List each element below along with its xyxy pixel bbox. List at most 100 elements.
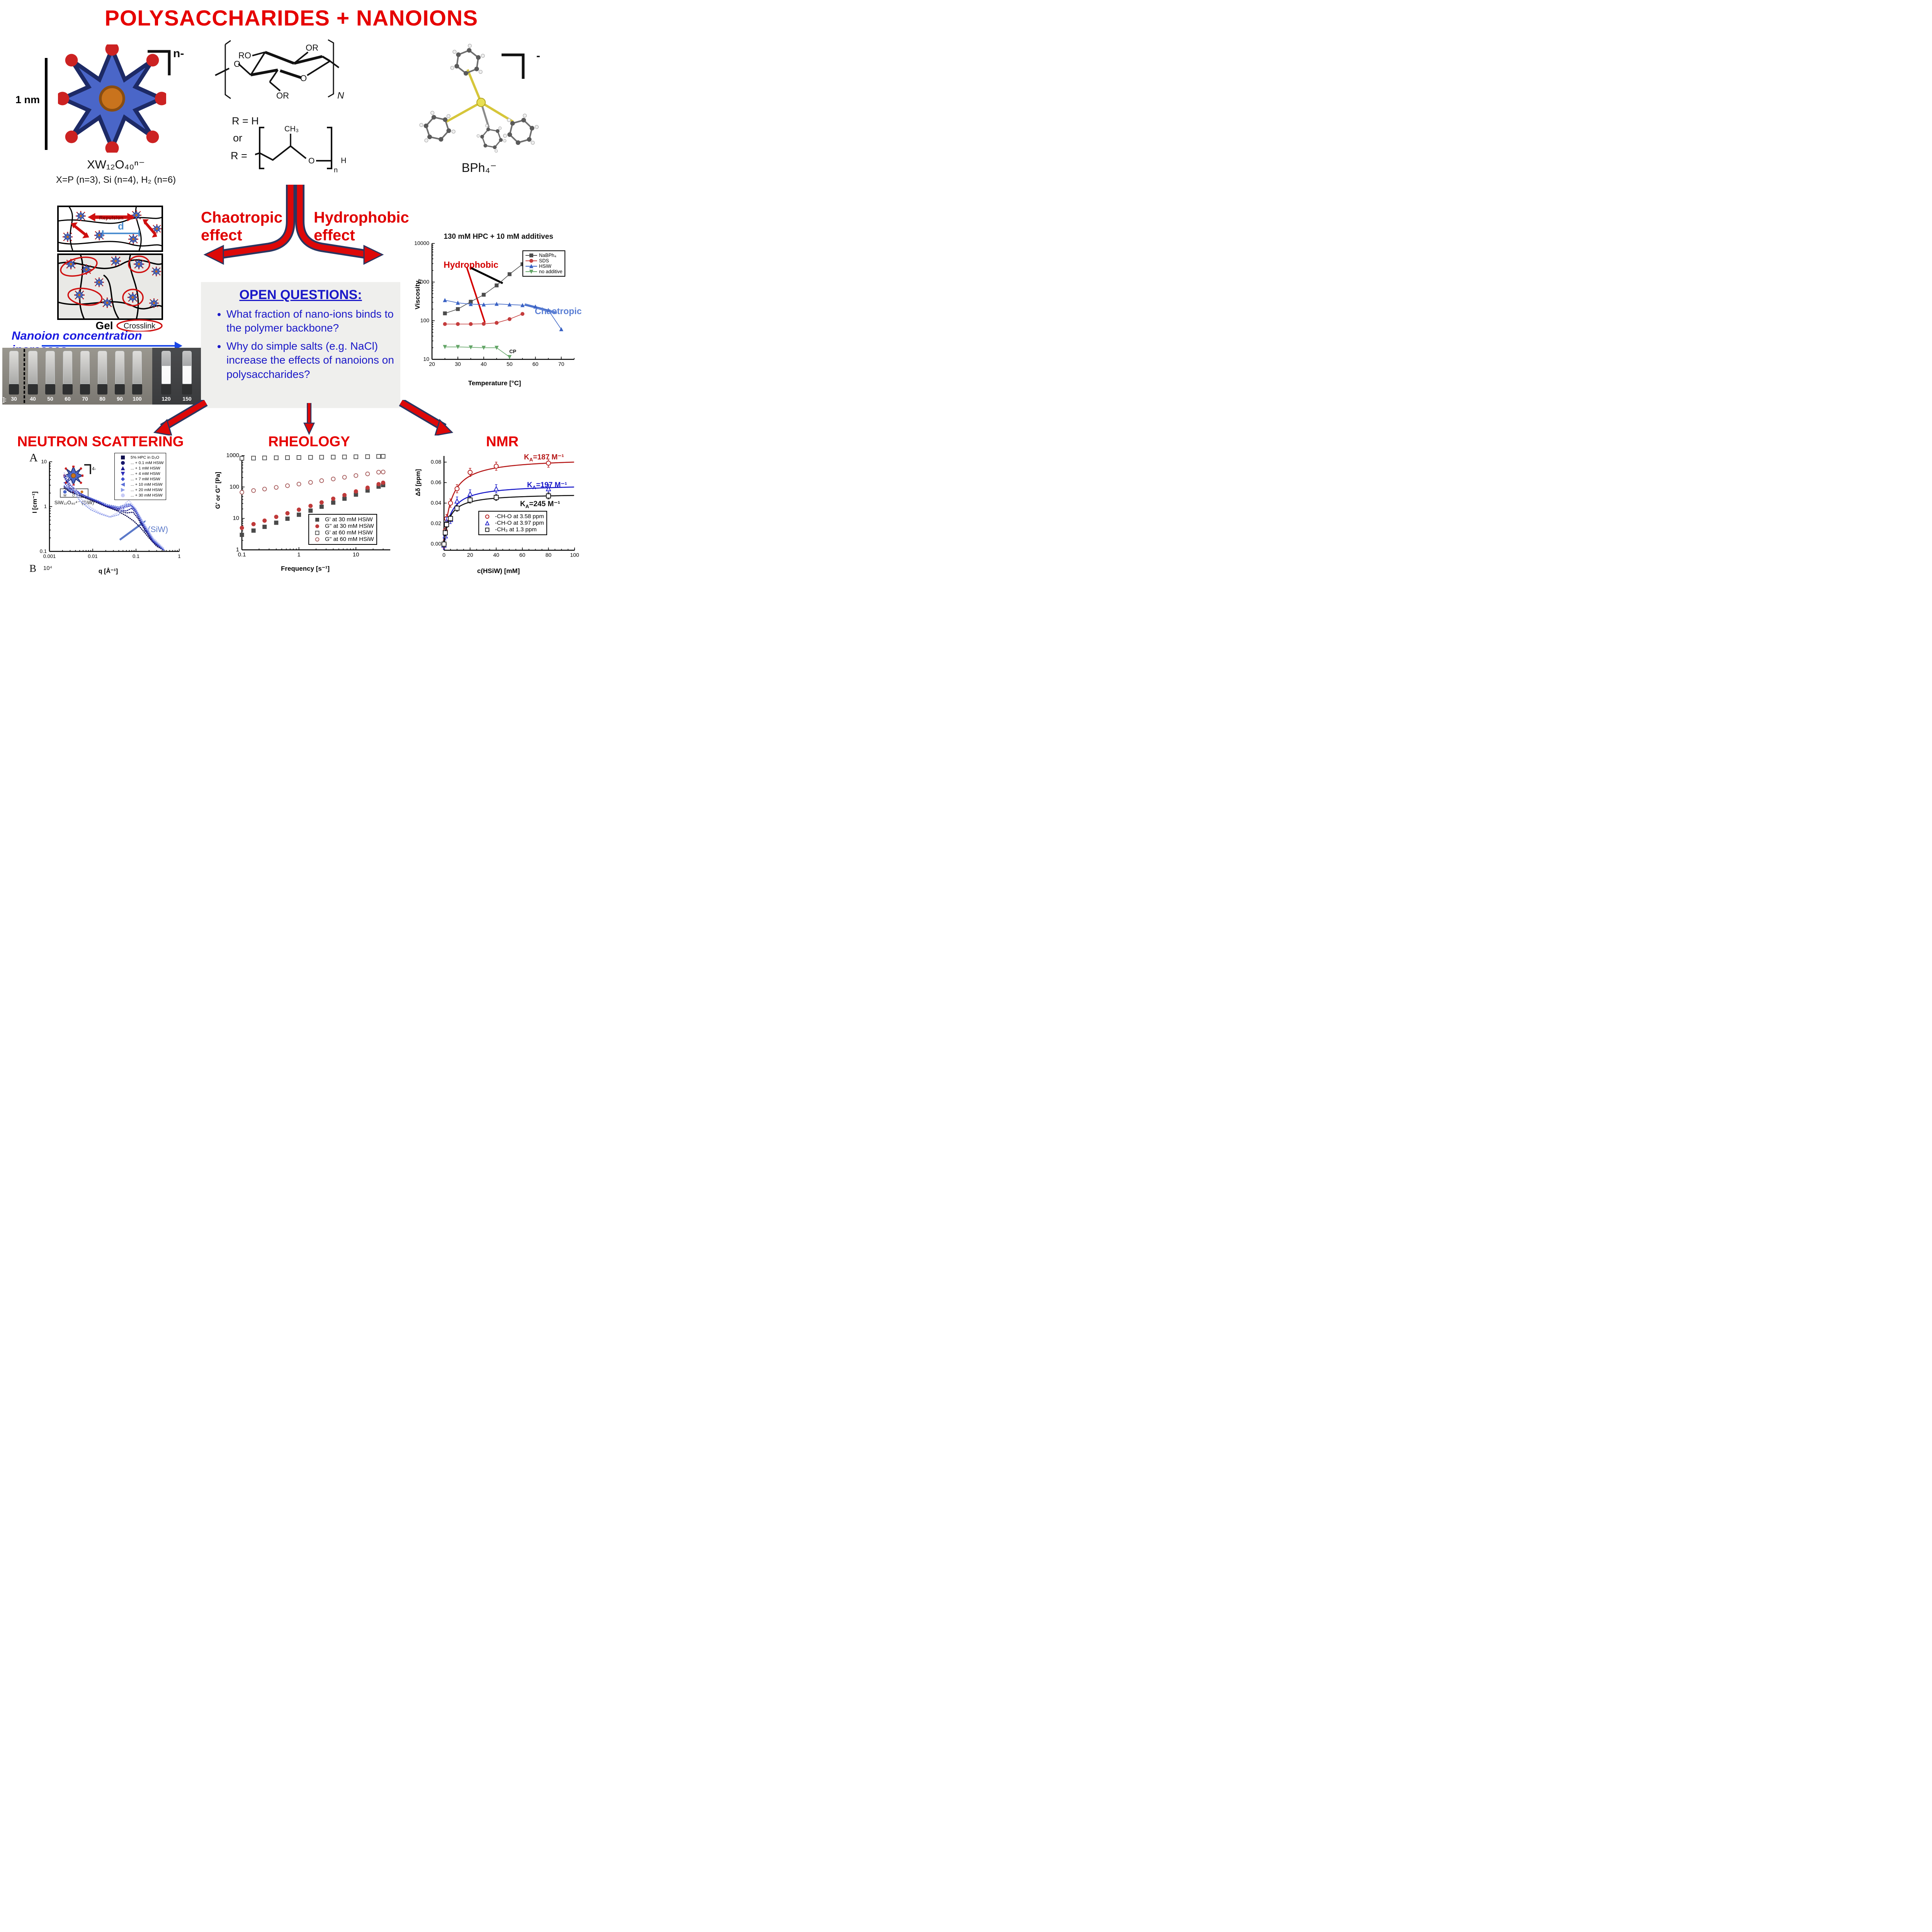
vial-cap	[161, 384, 171, 395]
open-questions-title: OPEN QUESTIONS:	[239, 287, 362, 302]
pom-cluster-icon	[58, 42, 168, 155]
label-or-bottom: OR	[276, 91, 289, 100]
vial-glass	[63, 351, 72, 384]
inset-label: SiW₁₂O₄₀⁴⁻ (SiW)	[54, 500, 94, 505]
rheology-ylabel: G' or G'' [Pa]	[215, 472, 221, 509]
cp-annotation: CP	[509, 349, 517, 354]
vial-cap	[182, 384, 192, 395]
charge-bracket	[148, 50, 171, 75]
legend-row: ... + 10 mM HSiW	[117, 482, 163, 487]
vial: 120	[161, 351, 171, 402]
vial-cap	[115, 384, 125, 395]
vial-label: 150	[182, 396, 192, 402]
tick-label: 0.08	[431, 459, 441, 465]
ka-187-label: KA=187 M⁻¹	[524, 453, 564, 463]
vial-label: 50	[47, 396, 53, 402]
legend-label: G'' at 30 mM HSiW	[325, 523, 374, 529]
pom-formula: XW₁₂O₄₀ⁿ⁻	[87, 158, 145, 171]
tick-label: 60	[519, 552, 526, 558]
vial-strip-dark-bg	[152, 348, 202, 405]
vial-cap	[80, 384, 90, 395]
vial: 50	[45, 351, 55, 402]
bph4-formula: BPh₄⁻	[461, 161, 497, 175]
rheology-xlabel: Frequency [s⁻¹]	[281, 565, 330, 572]
scale-bar-label: 1 nm	[15, 94, 40, 105]
vial-glass	[80, 351, 90, 384]
vial-divider-dashed	[24, 349, 25, 403]
legend-row: -CH-O at 3.97 ppm	[481, 520, 544, 526]
label-repeat-n: N	[337, 90, 344, 101]
section-neutron-scattering: NEUTRON SCATTERING	[17, 434, 184, 449]
legend-row: G' at 60 mM HSiW	[311, 529, 374, 536]
series-2	[240, 454, 386, 461]
legend-row: ... + 1 mM HSiW	[117, 466, 163, 471]
tick-label: 1	[44, 503, 47, 509]
vial-glass	[9, 351, 19, 384]
label-n-sub: n	[334, 166, 338, 174]
legend-row: ... + 0.1 mM HSiW	[117, 460, 163, 466]
vial-cap	[97, 384, 107, 395]
page-title: POLYSACCHARIDES + NANOIONS	[104, 6, 478, 31]
vial-label: 30	[11, 396, 17, 402]
hydroxypropyl-group-structure: CH₃ O n H	[255, 125, 346, 174]
legend-row: G' at 30 mM HSiW	[311, 516, 374, 523]
neutron-ylabel: I [cm⁻¹]	[32, 491, 38, 514]
label-o-chain: O	[308, 156, 315, 165]
nmr-ylabel: Δδ [ppm]	[415, 469, 422, 497]
neutron-xlabel: q [Å⁻¹]	[98, 568, 118, 575]
vial-label: 60	[65, 396, 71, 402]
legend-label: -CH-O at 3.97 ppm	[495, 520, 544, 526]
panel-b-scale: 10⁴	[43, 565, 53, 571]
tick-label: 0	[442, 552, 446, 558]
ka-197-label: KA=197 M⁻¹	[527, 481, 567, 490]
vial: 150	[182, 351, 192, 402]
legend-label: ... + 4 mM HSiW	[131, 471, 160, 476]
legend-label: HSiW	[539, 264, 551, 269]
hydrophobic-annotation: Hydrophobic	[444, 260, 498, 270]
legend-label: ... + 30 mM HSiW	[131, 493, 163, 498]
tick-label: 50	[507, 361, 513, 367]
section-rheology: RHEOLOGY	[268, 434, 350, 449]
chaotropic-effect-label: Chaotropic effect	[201, 209, 283, 244]
tick-label: 1	[297, 551, 300, 558]
vial-glass	[115, 351, 124, 384]
neutron-legend: 5% HPC in D₂O... + 0.1 mM HSiW... + 1 mM…	[114, 453, 167, 500]
tick-label: 70	[558, 361, 565, 367]
open-questions-list: What fraction of nano-ions binds to the …	[209, 307, 394, 385]
vial-glass	[182, 351, 192, 384]
legend-label: NaBPh₄	[539, 253, 556, 258]
network-gel-diagram: Repulsion d Gel Crossli	[57, 206, 163, 332]
legend-label: ... + 20 mM HSiW	[131, 488, 163, 492]
or-word: or	[233, 132, 243, 144]
boron-atom	[476, 98, 486, 107]
vial: 60	[63, 351, 73, 402]
vial: 40	[28, 351, 38, 402]
series-3	[240, 469, 386, 495]
r-equals: R =	[231, 150, 247, 162]
tick-label: 0.1	[238, 551, 246, 558]
label-h-end: H	[341, 156, 346, 165]
legend-label: -CH₃ at 1.3 ppm	[495, 526, 537, 533]
nanoion-arrow	[42, 345, 177, 347]
tick-label: 30	[455, 361, 461, 367]
tick-label: 20	[429, 361, 435, 367]
pom-charge-label: n-	[173, 47, 184, 60]
vial-cap	[63, 384, 73, 395]
polyoxometalate-structure	[58, 41, 171, 156]
tick-label: 0.02	[431, 520, 441, 526]
vial-cap	[132, 384, 142, 395]
legend-label: -CH-O at 3.58 ppm	[495, 513, 544, 520]
series-2	[441, 492, 574, 548]
inset-charge: 4-	[92, 466, 96, 471]
series-1	[443, 312, 525, 326]
legend-row: 5% HPC in D₂O	[117, 455, 163, 460]
question-item: What fraction of nano-ions binds to the …	[226, 307, 394, 335]
distance-label: d	[118, 220, 124, 232]
